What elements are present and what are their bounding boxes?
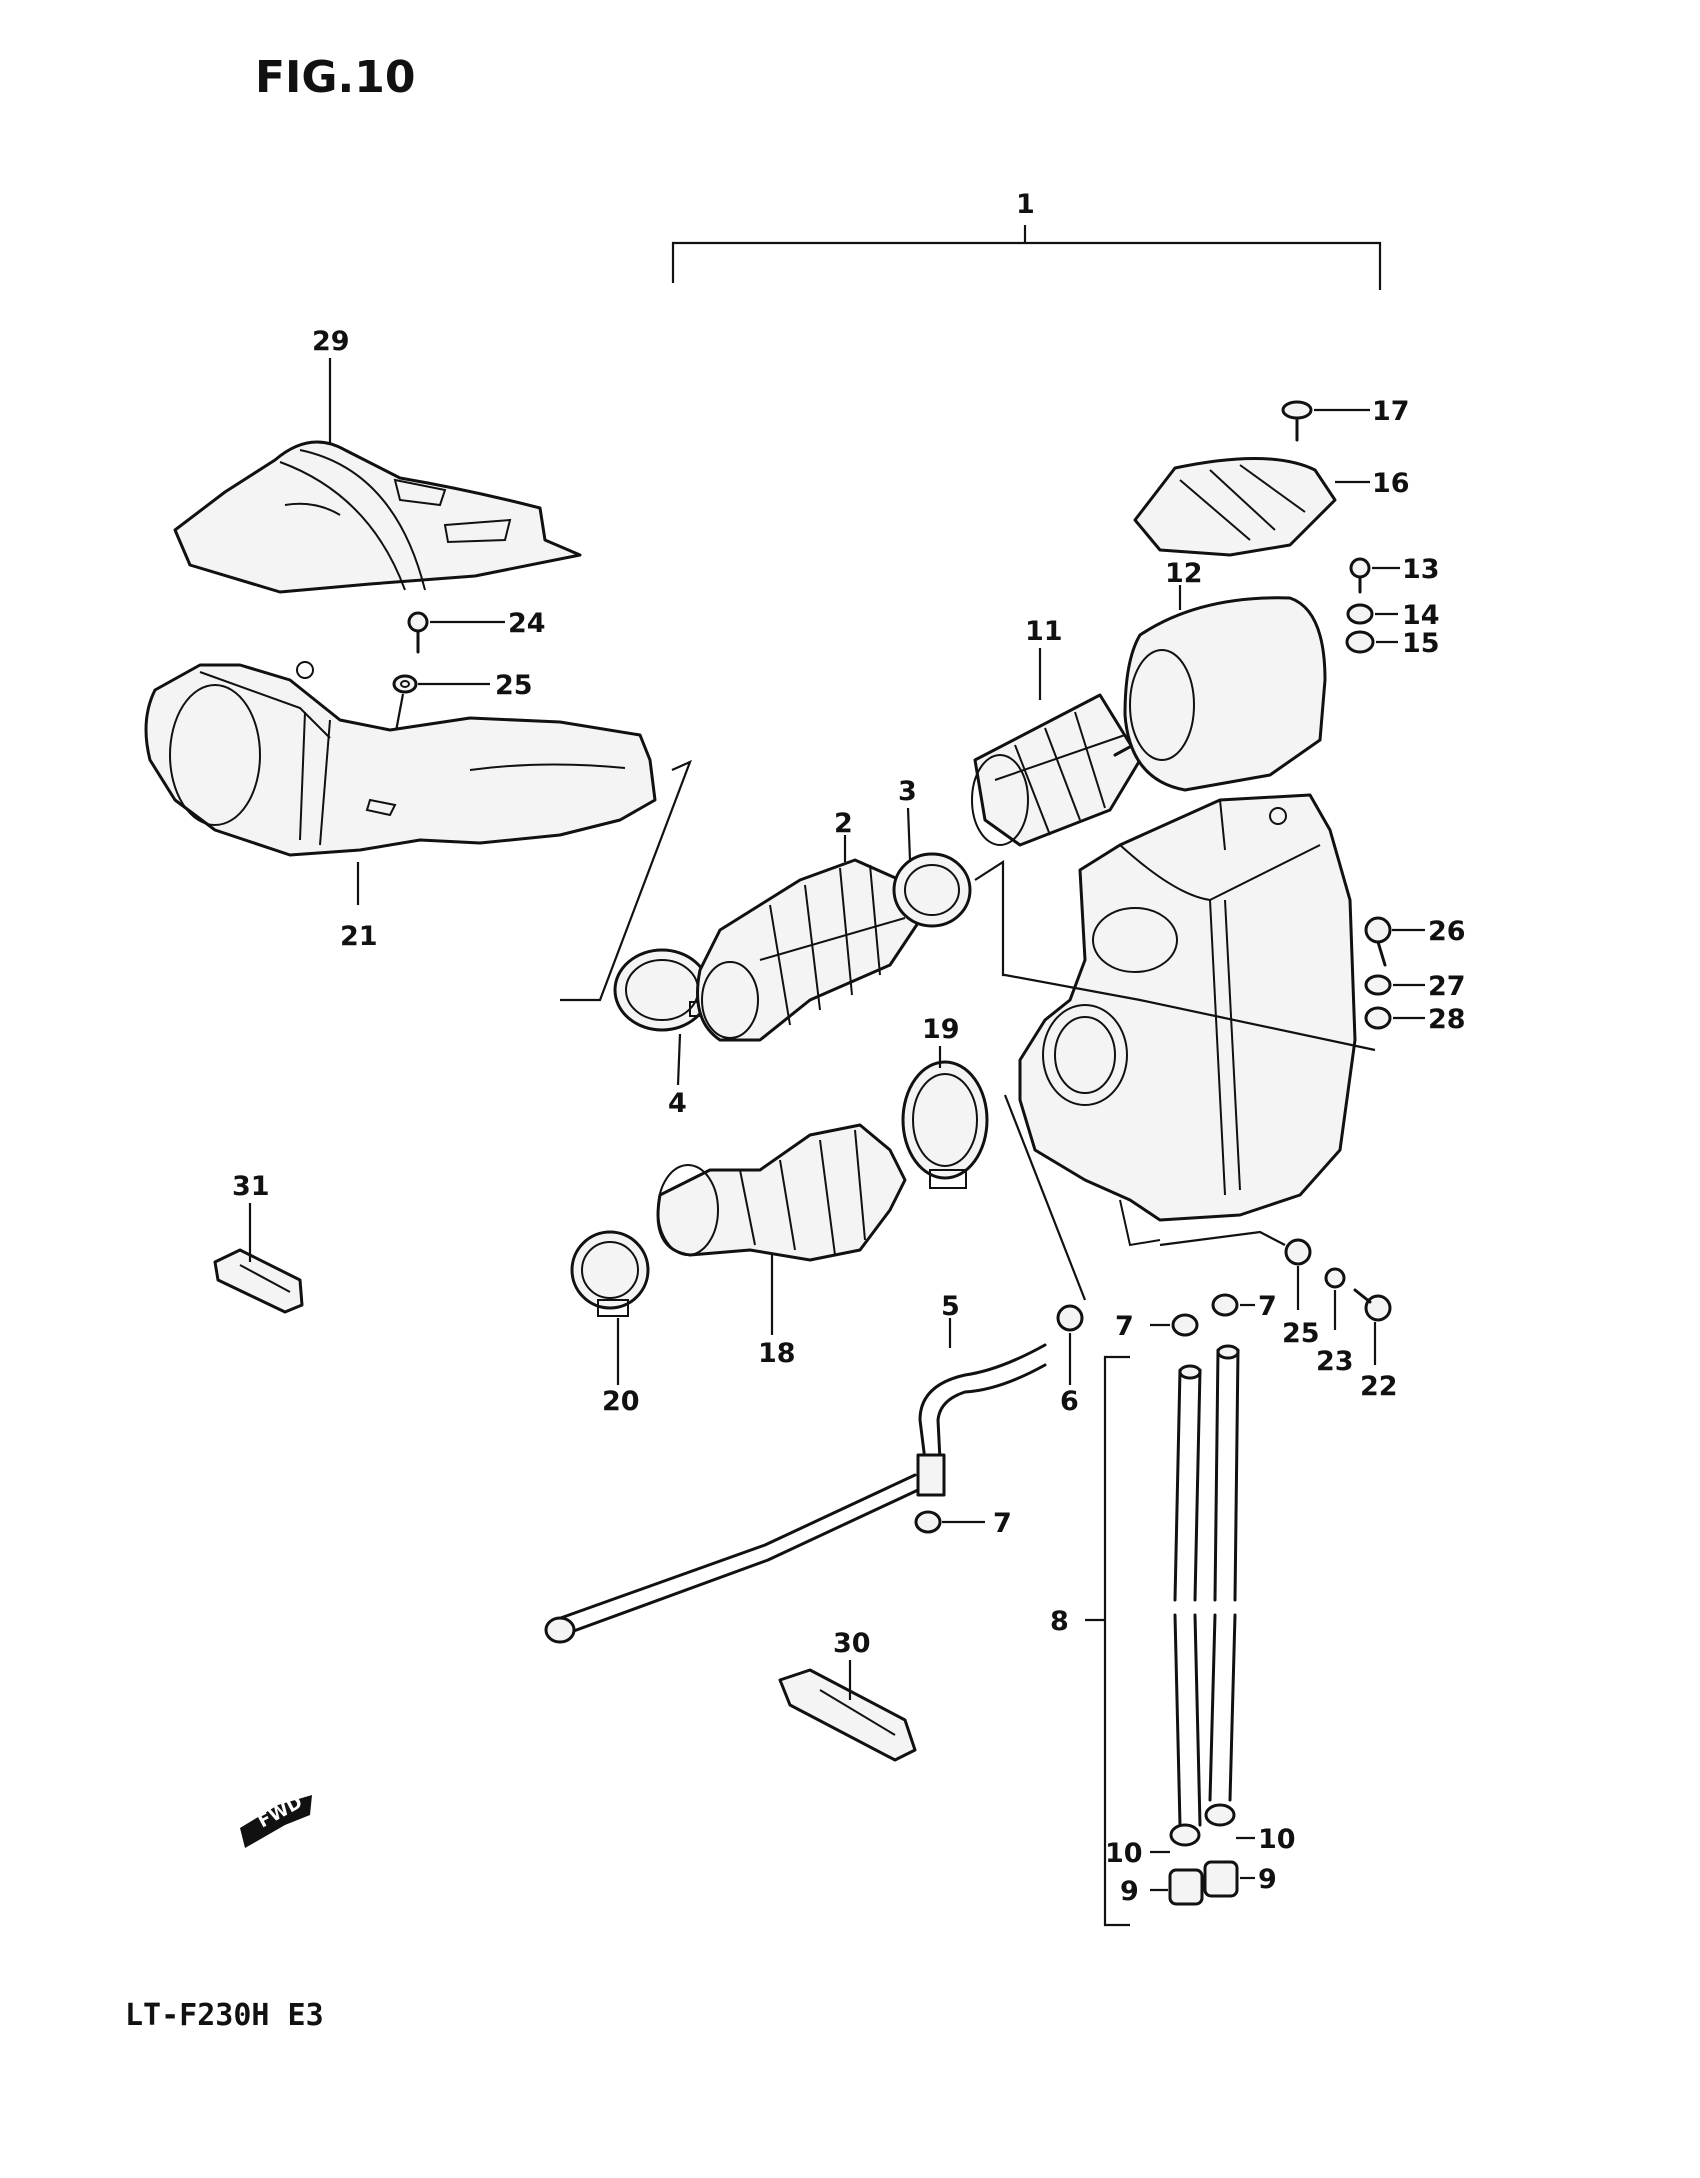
callout-4: 4 [668,1088,687,1119]
callout-10-right: 10 [1258,1824,1296,1855]
bracket-8 [1103,1355,1130,1927]
part-duct-cover[interactable] [173,440,582,594]
part-screw-17[interactable] [1281,400,1313,442]
callout-27: 27 [1428,971,1466,1002]
part-washer-14[interactable] [1346,603,1374,625]
leader-4 [676,1033,682,1086]
part-clip-7-lower[interactable] [914,1510,942,1534]
callout-1: 1 [1016,189,1035,220]
callout-16: 16 [1372,468,1410,499]
leader-case-link [1004,973,1376,1052]
part-clip-6[interactable] [1056,1304,1084,1332]
part-breather-hose[interactable] [544,1343,1047,1644]
callout-10-left: 10 [1105,1838,1143,1869]
callout-7-right: 7 [1258,1291,1277,1322]
callout-30: 30 [833,1628,871,1659]
part-seal-3[interactable] [892,852,972,928]
callout-25-lower: 25 [1282,1318,1320,1349]
callout-21: 21 [340,921,378,952]
assembly-bracket-1 [671,225,1382,290]
callout-13: 13 [1402,554,1440,585]
callout-28: 28 [1428,1004,1466,1035]
part-intake-duct[interactable] [144,661,657,857]
callout-22: 22 [1360,1371,1398,1402]
part-intake-boot[interactable] [656,1123,907,1262]
part-connector-boot[interactable] [696,858,922,1042]
figure-title: FIG.10 [255,52,416,103]
part-nut-28[interactable] [1364,1006,1392,1030]
leader-21-link [560,759,692,1002]
part-nut-15[interactable] [1345,630,1375,654]
part-bolt-13[interactable] [1349,557,1371,594]
callout-24: 24 [508,608,546,639]
callout-12: 12 [1165,558,1203,589]
part-air-cleaner-case[interactable] [1018,793,1357,1247]
leader-3 [906,807,912,861]
part-clip-7-right[interactable] [1211,1293,1239,1317]
callout-29: 29 [312,326,350,357]
part-drain-hose-assembly[interactable] [1168,1344,1240,1906]
callout-25-upper: 25 [495,670,533,701]
fwd-arrow-icon: FWD [240,1792,312,1848]
callout-2: 2 [834,808,853,839]
part-screw-24[interactable] [407,611,429,654]
callout-14: 14 [1402,600,1440,631]
callout-18: 18 [758,1338,796,1369]
callout-19: 19 [922,1014,960,1045]
part-washer-25-upper[interactable] [392,674,418,694]
part-bracket-30[interactable] [778,1668,917,1762]
part-washer-27[interactable] [1364,974,1392,996]
model-code: LT-F230H E3 [125,1998,324,2033]
part-filter-element[interactable] [1123,596,1327,792]
part-bracket-31[interactable] [213,1248,304,1314]
part-washer-23[interactable] [1324,1267,1346,1289]
part-clip-7-mid[interactable] [1171,1313,1199,1337]
leader-3-link [974,859,1005,977]
callout-17: 17 [1372,396,1410,427]
leader-25-lower-link [1159,1230,1286,1247]
callout-26: 26 [1428,916,1466,947]
part-filter-cage[interactable] [971,693,1172,847]
callout-9-right: 9 [1258,1864,1277,1895]
callout-31: 31 [232,1171,270,1202]
part-clamp-19[interactable] [901,1060,989,1189]
callout-8: 8 [1050,1606,1069,1637]
callout-5: 5 [941,1291,960,1322]
callout-7-mid: 7 [1115,1311,1134,1342]
callout-6: 6 [1060,1386,1079,1417]
callout-3: 3 [898,776,917,807]
callout-9-left: 9 [1120,1876,1139,1907]
part-bolt-26[interactable] [1364,916,1392,967]
callout-7-lower: 7 [993,1508,1012,1539]
callout-23: 23 [1316,1346,1354,1377]
callout-11: 11 [1025,616,1063,647]
leader-6-link [1003,1094,1087,1301]
part-washer-25-lower[interactable] [1284,1238,1312,1266]
part-bolt-22[interactable] [1353,1288,1392,1322]
callout-15: 15 [1402,628,1440,659]
part-filter-cap[interactable] [1133,456,1337,557]
callout-20: 20 [602,1386,640,1417]
part-clamp-20[interactable] [570,1230,650,1317]
